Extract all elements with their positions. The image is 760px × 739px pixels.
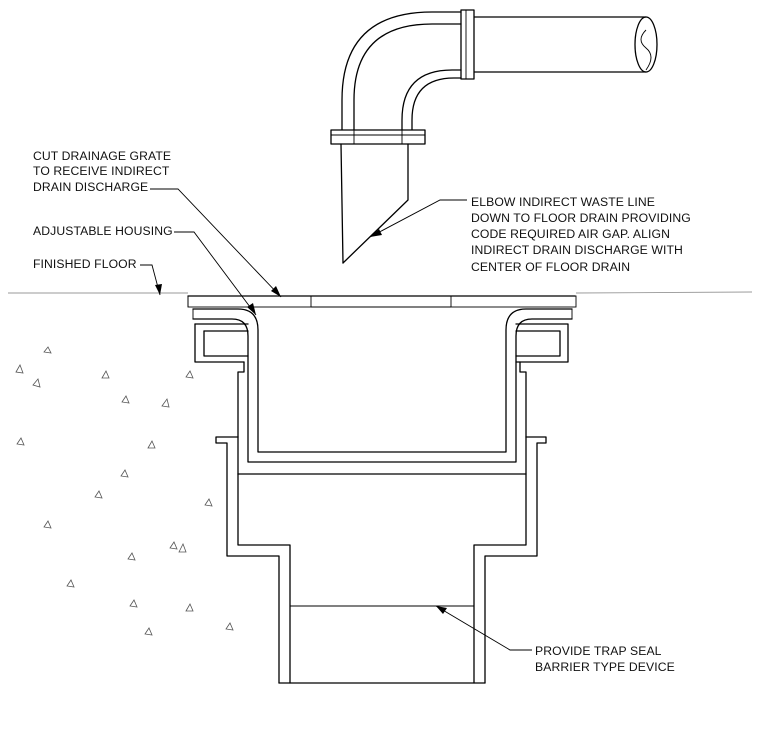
drain-flange — [194, 323, 569, 438]
elbow-note-line-3: CODE REQUIRED AIR GAP. ALIGN — [471, 227, 670, 241]
elbow-note-line-1: ELBOW INDIRECT WASTE LINE — [471, 195, 655, 209]
elbow-note-line-2: DOWN TO FLOOR DRAIN PROVIDING — [471, 211, 691, 225]
label-adjustable-housing: ADJUSTABLE HOUSING — [33, 224, 173, 238]
label-trap-seal: PROVIDE TRAP SEAL BARRIER TYPE DEVICE — [535, 644, 675, 674]
elbow-note-line-4: INDIRECT DRAIN DISCHARGE WITH — [471, 243, 683, 257]
drainage-grate — [187, 295, 577, 308]
cut-grate-line-1: CUT DRAINAGE GRATE — [33, 149, 171, 163]
trap-seal-line-2: BARRIER TYPE DEVICE — [535, 660, 675, 674]
adjustable-housing-text: ADJUSTABLE HOUSING — [33, 224, 173, 238]
label-cut-grate: CUT DRAINAGE GRATE TO RECEIVE INDIRECT D… — [33, 149, 171, 194]
drain-body — [215, 436, 547, 684]
indirect-waste-pipe — [330, 9, 658, 264]
cut-grate-line-2: TO RECEIVE INDIRECT — [33, 164, 170, 178]
leader-lines — [140, 188, 532, 651]
finished-floor-line — [8, 291, 753, 294]
label-elbow-note: ELBOW INDIRECT WASTE LINE DOWN TO FLOOR … — [471, 195, 691, 274]
finished-floor-text: FINISHED FLOOR — [33, 257, 137, 271]
trap-seal-line-1: PROVIDE TRAP SEAL — [535, 644, 662, 658]
cut-grate-line-3: DRAIN DISCHARGE — [33, 180, 148, 194]
adjustable-housing — [192, 308, 573, 463]
concrete-aggregate-hatch — [15, 346, 234, 636]
label-finished-floor: FINISHED FLOOR — [33, 257, 137, 271]
elbow-note-line-5: CENTER OF FLOOR DRAIN — [471, 260, 630, 274]
